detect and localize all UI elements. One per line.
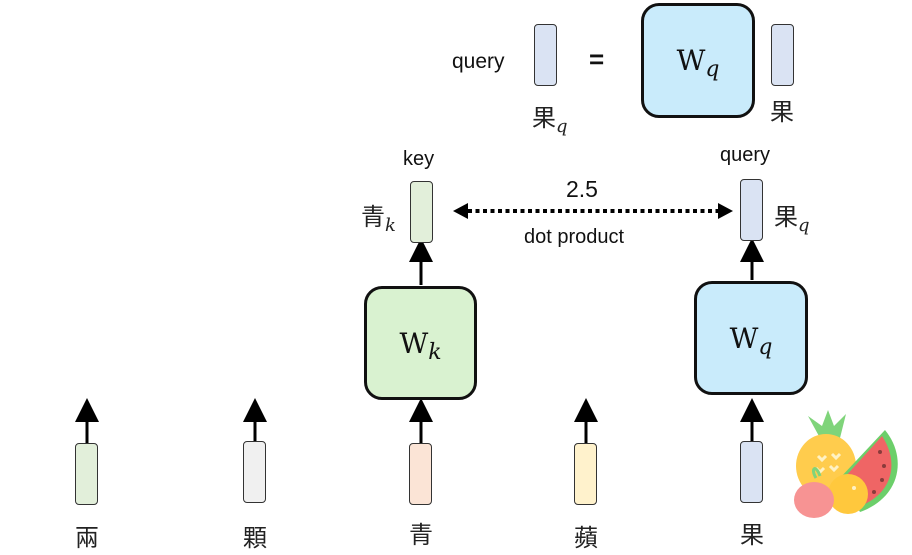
dot-product-arrowhead-right [718, 203, 733, 219]
key-subscript: k [385, 215, 396, 236]
token-label: 蘋 [574, 524, 598, 552]
query-char: 果 [774, 203, 798, 231]
token-vector [740, 441, 763, 503]
query-vector [740, 179, 763, 241]
dot-product-score: 2.5 [566, 176, 598, 202]
token-vector [574, 443, 597, 505]
wk-matrix: Wk [364, 286, 477, 400]
query-char: 果 [532, 104, 556, 132]
equals-sign: = [589, 44, 605, 74]
key-label: key [403, 148, 435, 170]
query-vector-label: 果q [774, 197, 810, 236]
equation-query-vector [534, 24, 557, 86]
key-vector [410, 181, 433, 243]
equation-query-label: query [452, 50, 505, 73]
wk-label: Wk [399, 326, 442, 365]
wq-matrix: Wq [694, 281, 808, 395]
wq-label: Wq [676, 44, 720, 82]
fruit-basket-icon [794, 410, 898, 518]
token-label: 兩 [75, 524, 99, 552]
dot-product-label: dot product [524, 226, 625, 248]
query-label: query [720, 144, 771, 166]
query-subscript: q [798, 215, 810, 236]
dot-product-arrowhead-left [453, 203, 468, 219]
key-vector-label: 青k [361, 197, 396, 236]
token-label: 顆 [243, 524, 267, 552]
token-vector [75, 443, 98, 505]
equation-wq-matrix: Wq [641, 3, 755, 118]
token-label: 果 [740, 521, 764, 549]
equation-input-vector [771, 24, 794, 86]
query-subscript: q [556, 116, 568, 137]
equation-input-vector-label: 果 [770, 98, 794, 126]
equation-query-vector-label: 果q [532, 98, 568, 137]
token-label: 青 [409, 521, 433, 549]
token-vector [409, 443, 432, 505]
token-vector [243, 441, 266, 503]
wq-label: Wq [729, 321, 773, 360]
key-char: 青 [361, 203, 385, 231]
